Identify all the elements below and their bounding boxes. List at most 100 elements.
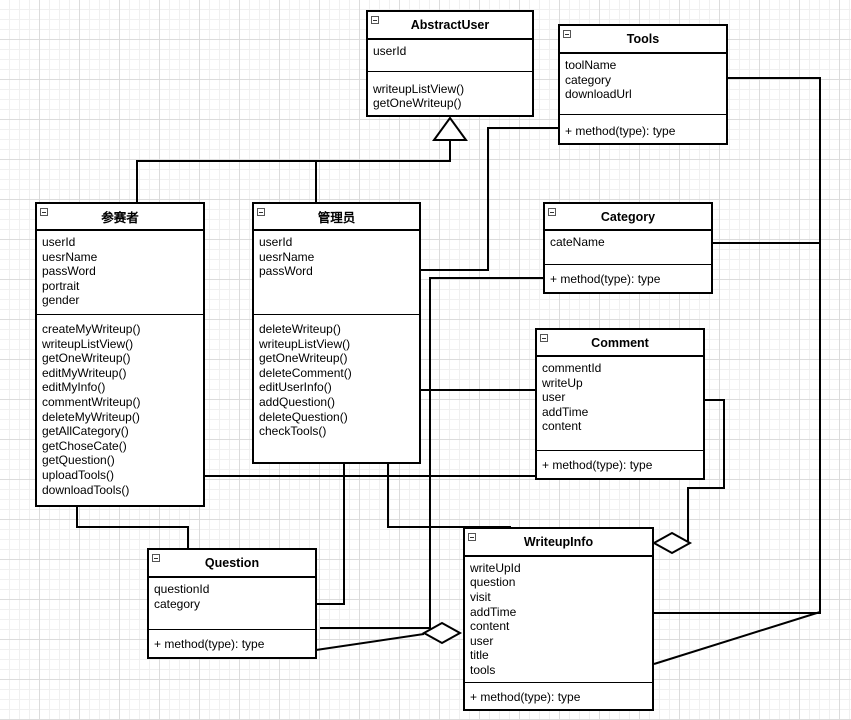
attribute: addTime bbox=[542, 404, 589, 419]
attribute: portrait bbox=[42, 278, 80, 293]
method: getAllCategory() bbox=[42, 424, 129, 439]
association-line bbox=[420, 127, 559, 271]
method: uploadTools() bbox=[42, 467, 115, 482]
class-name: AbstractUser bbox=[410, 17, 490, 32]
collapse-icon[interactable] bbox=[563, 30, 571, 38]
attribute: tools bbox=[470, 662, 496, 677]
attribute: user bbox=[470, 633, 494, 648]
method: + method(type): type bbox=[565, 124, 676, 138]
association-line bbox=[76, 506, 189, 549]
attribute: content bbox=[470, 619, 510, 634]
method-section: writeupListView() getOneWriteup() bbox=[368, 72, 532, 115]
class-category[interactable]: Category cateName + method(type): type bbox=[543, 202, 713, 294]
association-line bbox=[387, 463, 511, 529]
association-line bbox=[320, 277, 545, 629]
attribute: gender bbox=[42, 293, 80, 308]
class-name: 参赛者 bbox=[101, 211, 139, 225]
collapse-icon[interactable] bbox=[548, 208, 556, 216]
attribute: category bbox=[154, 596, 201, 611]
class-participant[interactable]: 参赛者 userId uesrName passWord portrait ge… bbox=[35, 202, 205, 507]
method: editUserInfo() bbox=[259, 380, 332, 395]
method: getOneWriteup() bbox=[259, 351, 348, 366]
method: createMyWriteup() bbox=[42, 322, 141, 336]
method: checkTools() bbox=[259, 424, 327, 439]
class-writeup-info[interactable]: WriteupInfo writeUpId question visit add… bbox=[463, 527, 654, 711]
class-name: 管理员 bbox=[317, 211, 356, 225]
attribute-section: cateName bbox=[545, 231, 711, 265]
attribute: commentId bbox=[542, 361, 602, 375]
attribute: writeUp bbox=[542, 375, 583, 390]
class-name: Tools bbox=[626, 32, 660, 46]
method-section: + method(type): type bbox=[545, 265, 711, 291]
attribute-section: commentId writeUp user addTime content bbox=[537, 357, 703, 451]
method: downloadTools() bbox=[42, 482, 130, 497]
collapse-icon[interactable] bbox=[257, 208, 265, 216]
attribute: userId bbox=[373, 43, 407, 58]
association-line bbox=[653, 610, 821, 665]
attribute: question bbox=[470, 575, 516, 590]
class-admin[interactable]: 管理员 userId uesrName passWord deleteWrite… bbox=[252, 202, 421, 464]
class-header: Question bbox=[149, 550, 315, 578]
method: commentWriteup() bbox=[42, 394, 141, 409]
method: deleteComment() bbox=[259, 365, 352, 380]
method-section: + method(type): type bbox=[149, 630, 315, 656]
collapse-icon[interactable] bbox=[468, 533, 476, 541]
attribute: userId bbox=[42, 235, 76, 249]
attribute: toolName bbox=[565, 58, 617, 72]
inheritance-triangle bbox=[432, 116, 468, 141]
attribute: uesrName bbox=[42, 249, 98, 264]
collapse-icon[interactable] bbox=[540, 334, 548, 342]
method: deleteQuestion() bbox=[259, 409, 348, 424]
attribute: writeUpId bbox=[470, 560, 521, 575]
method-section: deleteWriteup() writeupListView() getOne… bbox=[254, 315, 419, 443]
association-line bbox=[315, 633, 425, 651]
attribute-section: userId uesrName passWord bbox=[254, 231, 419, 315]
method: getOneWriteup() bbox=[373, 96, 462, 111]
method: editMyInfo() bbox=[42, 380, 106, 395]
class-header: WriteupInfo bbox=[465, 529, 652, 557]
method: addQuestion() bbox=[259, 394, 336, 409]
aggregation-diamond bbox=[421, 621, 463, 645]
method-section: + method(type): type bbox=[537, 451, 703, 477]
attribute: questionId bbox=[154, 582, 210, 596]
method: + method(type): type bbox=[550, 272, 661, 286]
class-header: Comment bbox=[537, 330, 703, 357]
collapse-icon[interactable] bbox=[40, 208, 48, 216]
attribute: addTime bbox=[470, 604, 517, 619]
attribute: content bbox=[542, 419, 582, 434]
class-tools[interactable]: Tools toolName category downloadUrl + me… bbox=[558, 24, 728, 145]
method: deleteWriteup() bbox=[259, 322, 341, 336]
method-section: + method(type): type bbox=[465, 683, 652, 709]
generalization-line bbox=[136, 140, 451, 204]
attribute: cateName bbox=[550, 235, 605, 249]
collapse-icon[interactable] bbox=[152, 554, 160, 562]
attribute-section: writeUpId question visit addTime content… bbox=[465, 557, 652, 684]
class-name: Question bbox=[204, 556, 260, 570]
attribute-section: userId bbox=[368, 40, 532, 72]
collapse-icon[interactable] bbox=[371, 16, 379, 24]
attribute: downloadUrl bbox=[565, 87, 632, 102]
class-question[interactable]: Question questionId category + method(ty… bbox=[147, 548, 317, 659]
attribute: uesrName bbox=[259, 249, 315, 264]
attribute: visit bbox=[470, 589, 491, 604]
method: writeupListView() bbox=[373, 81, 465, 96]
method-section: createMyWriteup() writeupListView() getO… bbox=[37, 315, 203, 501]
class-name: Comment bbox=[591, 335, 649, 350]
class-abstract-user[interactable]: AbstractUser userId writeupListView() ge… bbox=[366, 10, 534, 117]
class-header: Tools bbox=[560, 26, 726, 54]
class-header: 参赛者 bbox=[37, 204, 203, 231]
attribute-section: userId uesrName passWord portrait gender bbox=[37, 231, 203, 315]
class-header: 管理员 bbox=[254, 204, 419, 231]
class-header: AbstractUser bbox=[368, 12, 532, 40]
attribute: category bbox=[565, 72, 612, 87]
attribute-section: questionId category bbox=[149, 578, 315, 630]
class-name: Category bbox=[600, 209, 656, 224]
attribute: userId bbox=[259, 235, 293, 249]
attribute: user bbox=[542, 390, 566, 405]
method: writeupListView() bbox=[259, 336, 351, 351]
method: writeupListView() bbox=[42, 336, 134, 351]
attribute: title bbox=[470, 648, 489, 663]
class-comment[interactable]: Comment commentId writeUp user addTime c… bbox=[535, 328, 705, 480]
method: getOneWriteup() bbox=[42, 351, 131, 366]
